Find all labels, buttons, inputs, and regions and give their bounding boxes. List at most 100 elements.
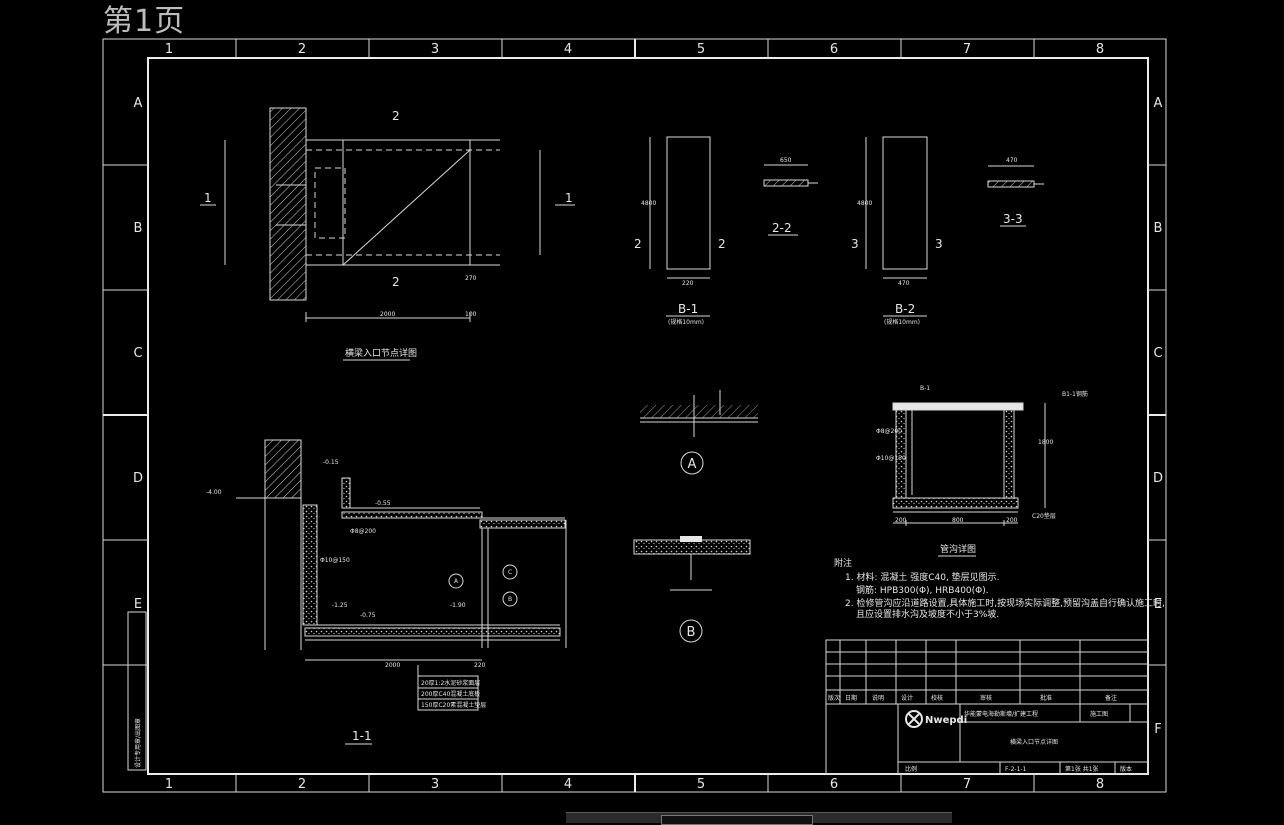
level-055: -0.55 (375, 500, 391, 507)
col-label-8-bottom: 8 (1096, 777, 1104, 792)
stage: 施工图 (1090, 710, 1108, 718)
row-label-c: C (133, 346, 142, 361)
row-label-c-right: C (1153, 346, 1162, 361)
trench-dim-1800: 1800 (1038, 439, 1053, 446)
col-label-5: 5 (697, 42, 705, 57)
plan-view (200, 107, 575, 322)
level-125: -1.25 (332, 602, 348, 609)
rev-hdr-approve: 批准 (1040, 694, 1052, 702)
detail-b-circle (679, 619, 703, 643)
layer-1: 20厚1:2水泥砂浆面层 (421, 679, 480, 687)
sec11-callout-c (502, 564, 518, 580)
col-label-8: 8 (1096, 42, 1104, 57)
notes-head: 附注 (834, 557, 852, 569)
sec22-width: 650 (780, 157, 792, 164)
detail-a-label: A (688, 457, 697, 472)
plan-cut-2-top: 2 (392, 109, 400, 123)
sec11-rebar-1: Φ8@200 (350, 528, 376, 535)
sec11-callout-b-label: B (508, 596, 512, 603)
detail-a-circle (680, 451, 704, 475)
notes-line-1a: 1. 材料: 混凝土 强度C40, 垫层见图示. (845, 571, 1000, 583)
col-label-3: 3 (431, 42, 439, 57)
rev-label: 版本 (1120, 765, 1132, 773)
col-label-1: 1 (165, 42, 173, 57)
drawing-no: F-2-1-1 (1005, 766, 1027, 773)
col-label-6-bottom: 6 (830, 777, 838, 792)
trench-c20: C20垫层 (1032, 512, 1056, 520)
sec11-rebar-2: Φ10@150 (320, 557, 350, 564)
col-label-5-bottom: 5 (697, 777, 705, 792)
row-ticks (103, 164, 1166, 666)
plan-dim-100: 100 (465, 311, 477, 318)
beam2-scale: (规格10mm) (884, 318, 920, 326)
page-label: 第1页 (103, 4, 186, 39)
logo-text: Nwepdi (925, 715, 967, 726)
detail-b-label: B (687, 625, 696, 640)
side-stamp-box (127, 611, 147, 771)
status-bar-field[interactable] (661, 815, 813, 825)
plan-cut-2-bottom: 2 (392, 275, 400, 289)
detail-b-drawing (633, 536, 751, 591)
col-label-3-bottom: 3 (431, 777, 439, 792)
section-22 (763, 164, 818, 187)
row-label-a: A (134, 96, 143, 111)
trench-rebar-2: Φ10@150 (876, 455, 906, 462)
layer-2: 200厚C40混凝土底板 (421, 690, 480, 698)
sec11-callout-c-label: C (508, 569, 512, 576)
notes-line-2b: 且应设置排水沟及坡度不小于3%坡. (856, 608, 999, 620)
sec11-dim-2000: 2000 (385, 662, 400, 669)
beam2-title: B-2 (895, 302, 915, 316)
beam2-cut-right: 3 (935, 237, 943, 251)
level-075: -0.75 (360, 612, 376, 619)
rev-hdr-review: 审核 (980, 694, 992, 702)
scale-label: 比例 (905, 765, 917, 773)
drawing-name: 横梁入口节点详图 (1010, 738, 1058, 746)
beam1-cut-right: 2 (718, 237, 726, 251)
rev-hdr-desc: 说明 (872, 694, 884, 702)
layer-3: 150厚C20素混凝土垫层 (421, 701, 486, 709)
row-label-d-right: D (1153, 471, 1163, 486)
rev-hdr-note: 备注 (1105, 694, 1117, 702)
trench-dim-200a: 200 (895, 517, 907, 524)
sheet-label: 第1张 共1张 (1065, 765, 1099, 773)
beam1-height: 4800 (641, 200, 656, 207)
notes-line-2a: 2. 检修管沟应沿道路设置,具体施工时,按现场实际调整,预留沟盖自行确认施工时, (845, 597, 1165, 609)
col-label-6: 6 (830, 42, 838, 57)
plan-cut-1-right: 1 (565, 191, 573, 205)
sec11-callout-a (448, 573, 464, 589)
rev-hdr-rev: 版次 (828, 694, 840, 702)
beam-b1 (666, 136, 711, 270)
company-logo (905, 710, 923, 728)
row-label-b: B (134, 221, 143, 236)
section-11-title: 1-1 (352, 729, 372, 743)
status-bar (566, 812, 952, 825)
trench-b1: B-1 (920, 385, 930, 392)
row-label-e: E (134, 597, 142, 612)
row-label-d: D (133, 471, 143, 486)
trench-rebar-1: Φ8@200 (876, 428, 902, 435)
level-015: -0.15 (323, 459, 339, 466)
sec11-callout-b (502, 591, 518, 607)
trench-dim-800: 800 (952, 517, 964, 524)
row-label-e-right: E (1154, 597, 1162, 612)
col-label-2: 2 (298, 42, 306, 57)
plan-dim-270: 270 (465, 275, 477, 282)
col-label-4-bottom: 4 (564, 777, 572, 792)
col-label-1-bottom: 1 (165, 777, 173, 792)
project-name: 华能蒙电海勒斯壕/扩建工程 (964, 710, 1038, 718)
trench-b1-rebar: B1-1钢筋 (1062, 390, 1088, 398)
beam1-title: B-1 (678, 302, 698, 316)
trench-dim-200b: 200 (1006, 517, 1018, 524)
rev-hdr-date: 日期 (845, 694, 857, 702)
col-label-4: 4 (564, 42, 572, 57)
level-400: -4.00 (206, 489, 222, 496)
rev-hdr-check: 校核 (931, 694, 943, 702)
trench-title: 管沟详图 (940, 543, 976, 555)
sec11-callout-a-label: A (454, 578, 459, 585)
row-label-a-right: A (1154, 96, 1163, 111)
detail-a-drawing (640, 390, 758, 437)
sec22-title: 2-2 (772, 221, 792, 235)
beam-b2 (882, 136, 928, 270)
level-190: -1.90 (450, 602, 466, 609)
col-label-7: 7 (963, 42, 971, 57)
